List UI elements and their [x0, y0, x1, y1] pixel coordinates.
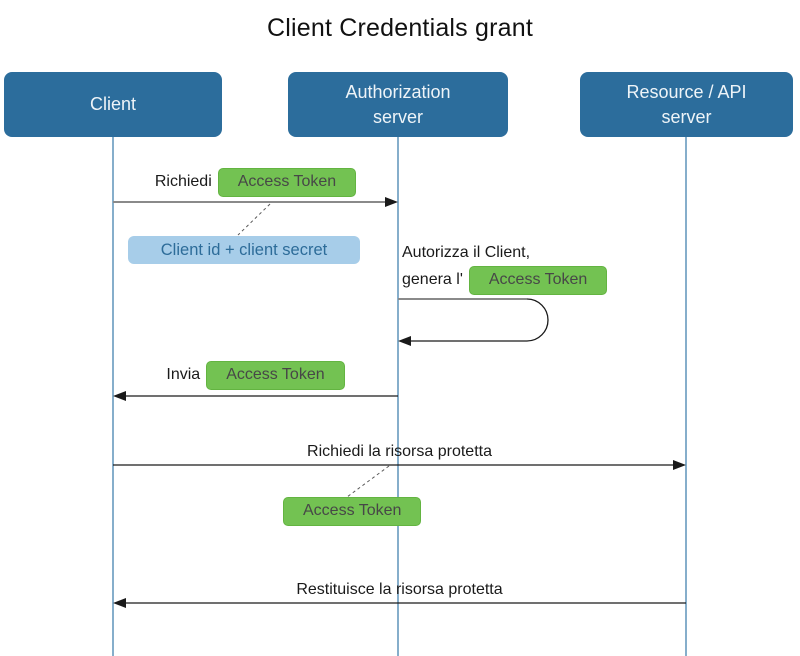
access-token-chip-3: Access Token	[206, 361, 345, 390]
actor-client: Client	[4, 72, 222, 137]
connector-note-dashed	[237, 203, 271, 236]
self-loop-arc	[410, 298, 549, 342]
message-request-token-label: Richiedi	[154, 173, 212, 191]
arrow-return-resource-head	[113, 598, 126, 608]
token-callout: Access Token	[283, 497, 422, 526]
self-loop-head	[398, 336, 411, 346]
note-client-credentials-label: Client id + client secret	[160, 240, 328, 259]
actor-resource-api-server-label-line2: server	[661, 106, 712, 127]
message-send-token-label: Invia	[166, 366, 201, 384]
actor-resource-api-server-label-line1: Resource / API	[626, 81, 747, 102]
diagram-title: Client Credentials grant	[266, 14, 534, 42]
message-request-resource-label: Richiedi la risorsa protetta	[307, 443, 492, 460]
arrow-request-token-head	[385, 197, 398, 207]
arrow-send-token-head	[113, 391, 126, 401]
access-token-chip-2: Access Token	[468, 266, 608, 295]
arrow-request-resource-head	[673, 460, 686, 470]
actor-authorization-server-label-line2: server	[372, 106, 423, 127]
actor-authorization-server: Authorization server	[288, 72, 508, 137]
self-message-line2: genera l' Access Token	[402, 266, 608, 295]
note-client-credentials: Client id + client secret	[128, 236, 360, 264]
message-send-token: Invia Access Token	[113, 361, 398, 390]
message-request-token: Richiedi Access Token	[113, 168, 398, 197]
actor-resource-api-server: Resource / API server	[580, 72, 793, 137]
access-token-chip-4: Access Token	[283, 497, 422, 526]
self-message-line2-label: genera l'	[402, 271, 463, 289]
self-message-line1: Autorizza il Client,	[402, 244, 531, 261]
connector-token-dashed	[346, 465, 390, 498]
access-token-chip-1: Access Token	[217, 168, 357, 197]
message-return-resource-label: Restituisce la risorsa protetta	[296, 581, 503, 598]
actor-client-label: Client	[89, 94, 137, 115]
actor-authorization-server-label-line1: Authorization	[345, 81, 451, 102]
